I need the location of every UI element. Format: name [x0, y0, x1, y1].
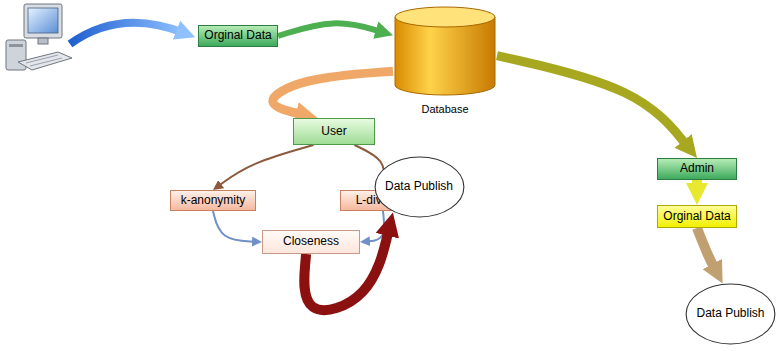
input-arrow: [70, 23, 184, 44]
flow-arrow: [366, 211, 384, 242]
data-box: Orginal Data: [198, 25, 278, 47]
flow-arrow: [218, 145, 314, 186]
data-box: Orginal Data: [657, 205, 737, 228]
user-box: User: [293, 118, 375, 145]
node-label: Data Publish: [696, 307, 764, 320]
database-cylinder: Database: [393, 5, 497, 117]
closeness-box: Closeness: [262, 230, 360, 254]
node-label: k-anonymity: [181, 194, 246, 207]
circle-outline: [375, 157, 464, 217]
cylinder-top: [395, 7, 495, 27]
flow-arrow: [213, 211, 256, 242]
publish-circle: Data Publish: [685, 283, 776, 345]
flow-arrow: [697, 228, 716, 272]
node-label: Database: [421, 103, 468, 117]
computer-icon: [6, 4, 72, 70]
cylinder-body: [395, 17, 495, 95]
method-box: k-anonymity: [170, 190, 256, 211]
flow-arrow: [273, 71, 393, 115]
node-label: Closeness: [283, 235, 339, 248]
admin-box: Admin: [657, 158, 737, 180]
node-label: Admin: [680, 162, 714, 175]
flow-arrow: [497, 56, 689, 148]
node-label: User: [321, 125, 346, 138]
node-label: Orginal Data: [663, 210, 730, 223]
circle-outline: [686, 284, 775, 344]
flow-arrow: [692, 180, 702, 192]
node-label: Data Publish: [385, 180, 453, 193]
publish-circle: Data Publish: [374, 156, 465, 218]
flow-arrow: [278, 23, 383, 36]
node-label: Orginal Data: [204, 29, 271, 42]
cylinder-shape: [393, 5, 497, 97]
